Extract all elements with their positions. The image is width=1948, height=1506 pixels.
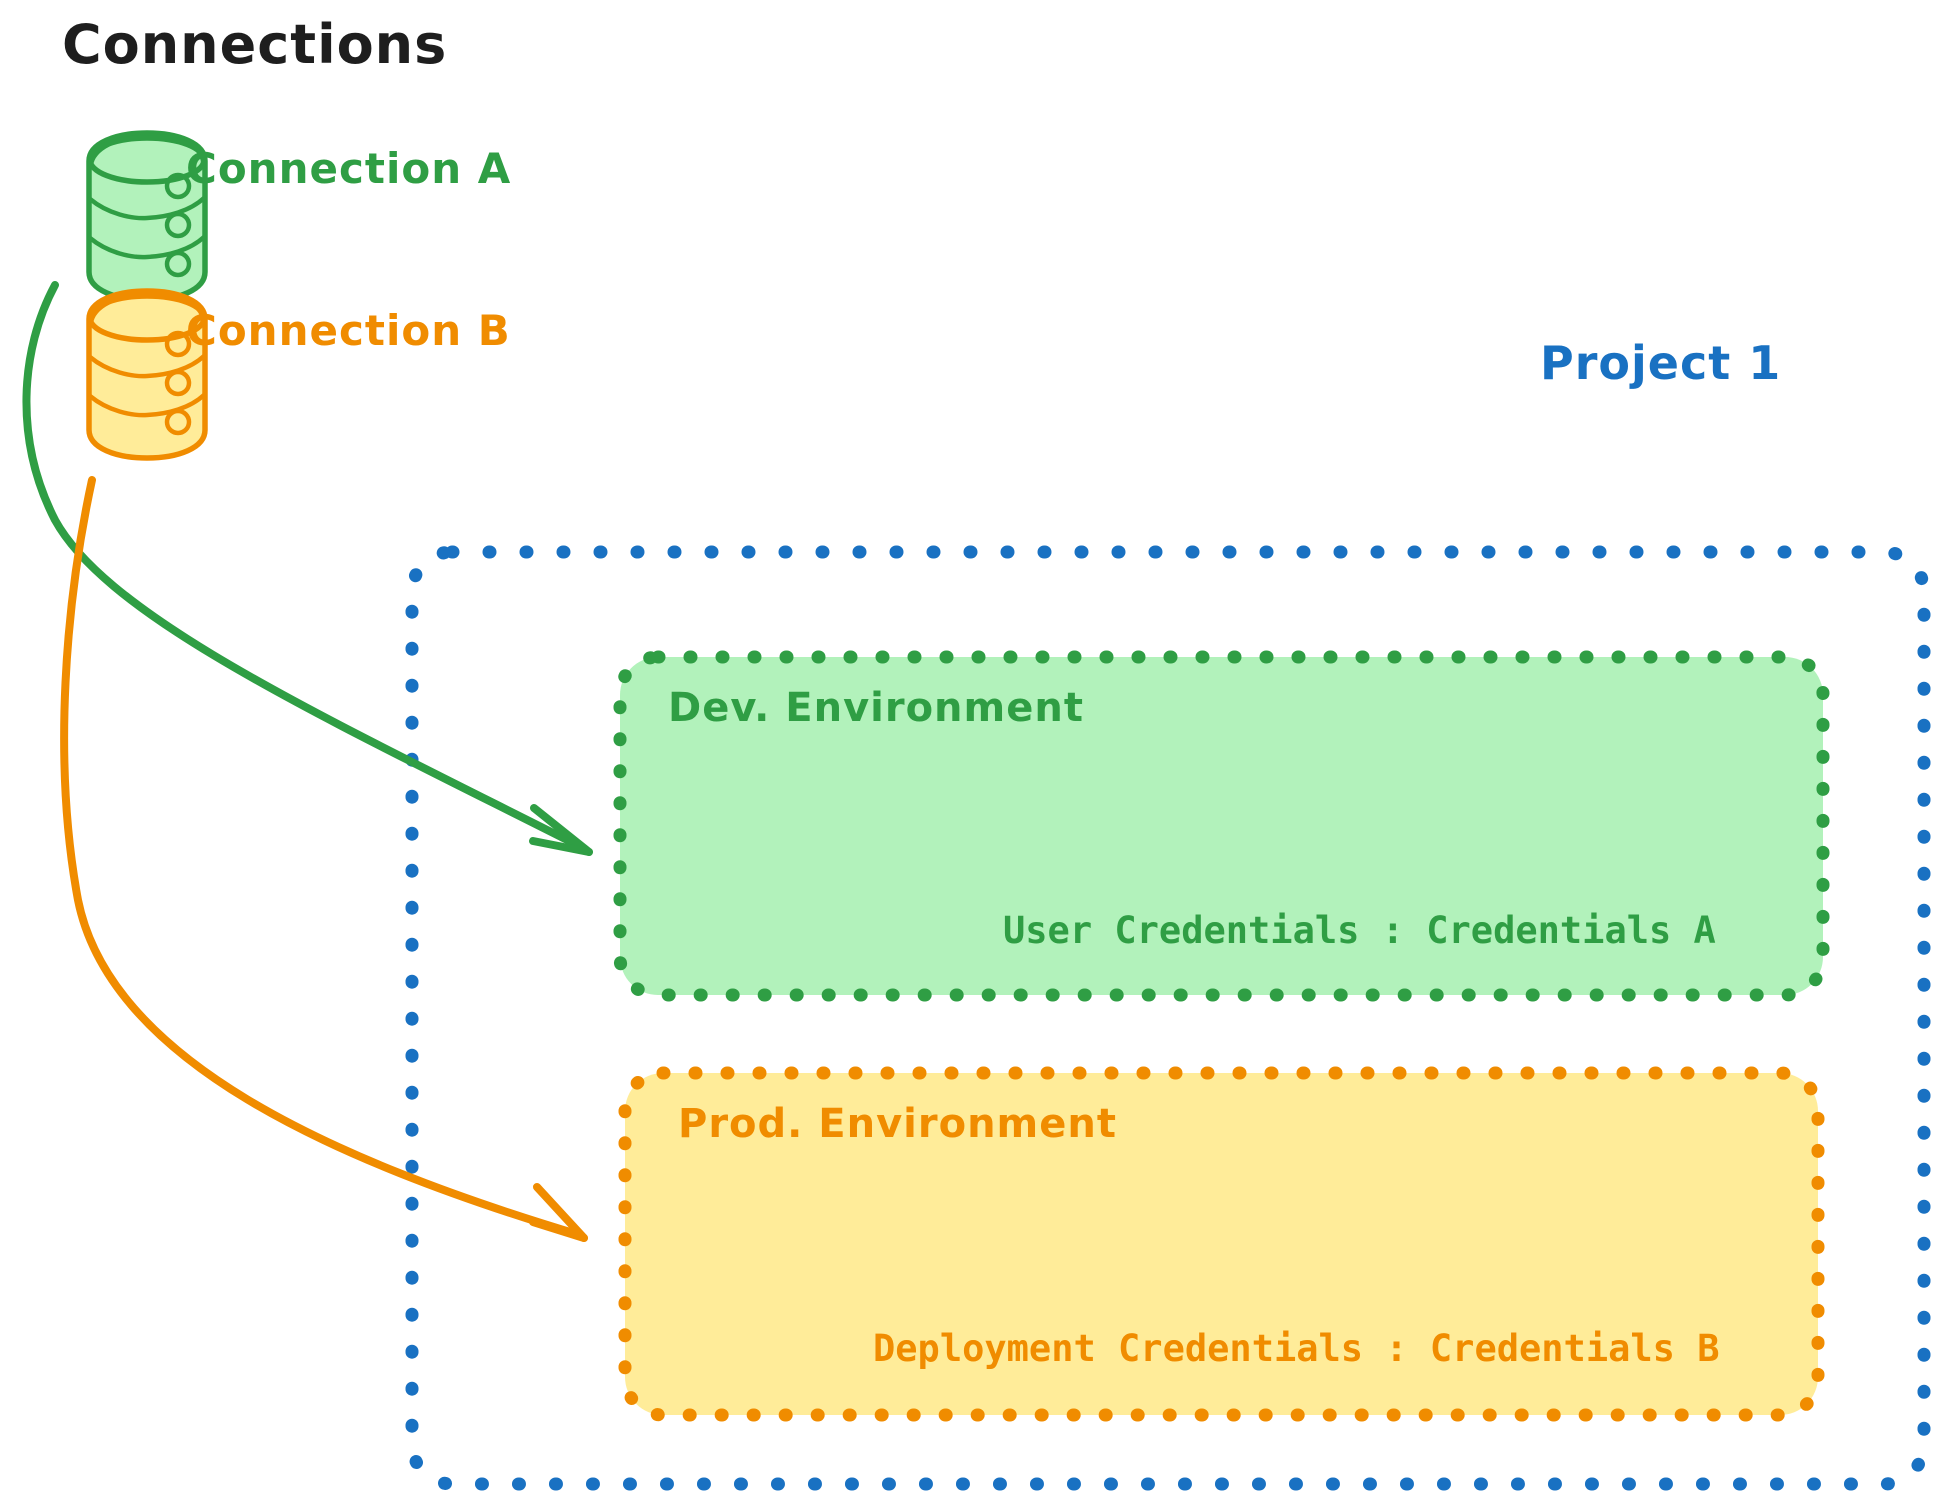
- project-container[interactable]: [405, 545, 1931, 1491]
- prod-environment-border: [618, 1066, 1825, 1422]
- dev-environment-border: [613, 650, 1830, 1002]
- prod-environment-box[interactable]: [618, 1066, 1825, 1422]
- connection-b-database-icon[interactable]: [86, 288, 208, 461]
- project-container-border: [405, 545, 1931, 1491]
- page-title: Connections: [62, 13, 448, 76]
- prod-environment-fill: [625, 1073, 1818, 1415]
- dev-environment-credentials: User Credentials : Credentials A: [1003, 909, 1716, 952]
- arrow-connection-b-to-prod: [60, 476, 588, 1242]
- dev-environment-box[interactable]: [613, 650, 1830, 1002]
- connection-b-label[interactable]: Connection B: [186, 306, 511, 355]
- dev-environment-title: Dev. Environment: [668, 685, 1084, 731]
- connection-a-database-icon[interactable]: [86, 130, 208, 303]
- project-title: Project 1: [1540, 336, 1782, 390]
- prod-environment-credentials: Deployment Credentials : Credentials B: [873, 1327, 1720, 1370]
- dev-environment-fill: [620, 657, 1823, 995]
- arrow-connection-a-to-dev: [22, 281, 593, 856]
- prod-environment-title: Prod. Environment: [678, 1101, 1117, 1147]
- connection-a-label[interactable]: Connection A: [186, 144, 512, 193]
